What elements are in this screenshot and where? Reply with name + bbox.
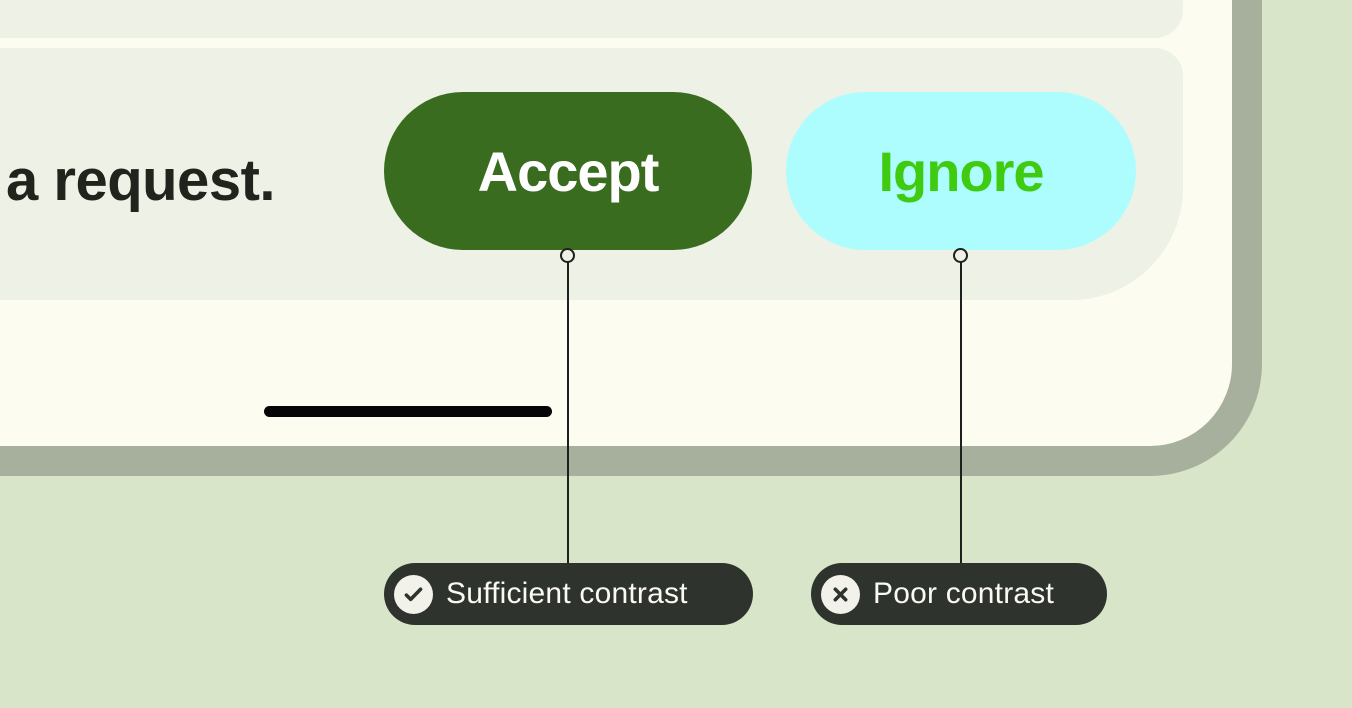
sufficient-contrast-badge: Sufficient contrast [384,563,753,625]
check-circle-icon [394,574,433,614]
leader-line-accept [567,262,569,564]
accept-button[interactable]: Accept [384,92,752,250]
poor-contrast-label: Poor contrast [873,577,1055,610]
sufficient-contrast-label: Sufficient contrast [446,577,688,610]
anchor-dot-ignore [953,248,968,263]
home-indicator-bar [264,406,552,417]
accept-button-label: Accept [477,139,660,203]
ignore-button[interactable]: Ignore [786,92,1136,250]
leader-line-ignore [960,262,962,564]
x-circle-icon [821,574,860,614]
anchor-dot-accept [560,248,575,263]
message-text: a request. [6,148,276,213]
list-card-partial [0,0,1183,38]
ignore-button-label: Ignore [878,139,1044,203]
poor-contrast-badge: Poor contrast [811,563,1107,625]
